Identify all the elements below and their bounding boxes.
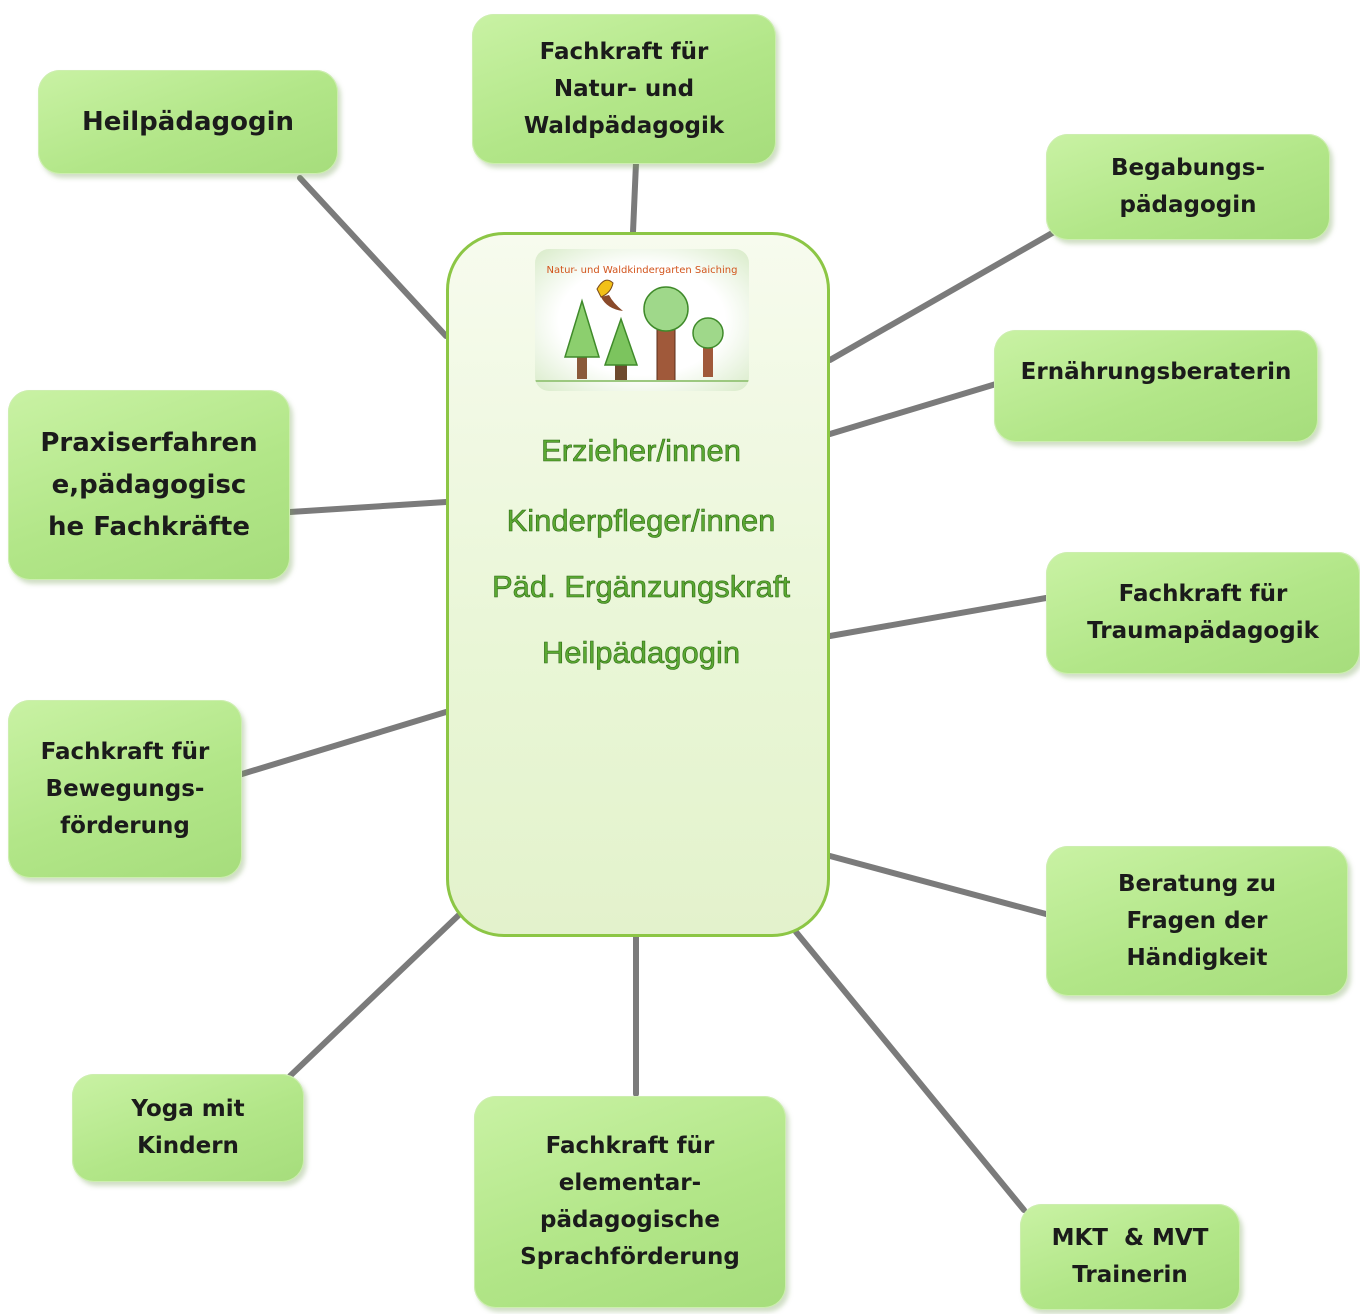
box-traumapaedagogik: Fachkraft für Traumapädagogik (1046, 552, 1360, 674)
trauma-line-1: Fachkraft für (1118, 581, 1288, 607)
haendigkeit-line-1: Beratung zu (1118, 870, 1276, 897)
sprache-line-4: Sprachförderung (520, 1244, 740, 1270)
role-kinderpfleger: Kinderpfleger/innen (506, 503, 776, 539)
natur-line-1: Fachkraft für (539, 38, 709, 65)
role-erzieher: Erzieher/innen (541, 433, 742, 469)
bewegung-line-2: Bewegungs- (45, 775, 205, 802)
yoga-line-2: Kindern (137, 1133, 239, 1159)
sprache-line-1: Fachkraft für (545, 1133, 715, 1159)
praxis-line-1: Praxiserfahren (40, 428, 258, 458)
kindergarten-logo: Natur- und Waldkindergarten Saiching (535, 249, 749, 391)
sprache-line-2: elementar- (558, 1170, 702, 1196)
box-praxiserfahrene-fachkraefte: Praxiserfahren e,pädagogisc he Fachkräft… (8, 390, 290, 580)
box-haendigkeit: Beratung zu Fragen der Händigkeit (1046, 846, 1348, 996)
box-ernaehrungsberaterin: Ernährungsberaterin (994, 330, 1318, 442)
praxis-line-2: e,pädagogisc (51, 470, 247, 500)
sprache-line-3: pädagogische (540, 1207, 720, 1233)
connector-trauma (827, 595, 1049, 639)
box-mkt-mvt-trainerin: MKT & MVT Trainerin (1020, 1204, 1240, 1310)
bewegung-line-3: förderung (60, 812, 190, 839)
natur-line-3: Waldpädagogik (523, 112, 725, 139)
box-bewegungsfoerderung: Fachkraft für Bewegungs- förderung (8, 700, 242, 878)
connector-bewegung (239, 709, 449, 777)
haendigkeit-line-3: Händigkeit (1126, 944, 1268, 971)
ernaehrung-label: Ernährungsberaterin (1020, 359, 1292, 385)
mkt-line-1: MKT & MVT (1051, 1225, 1209, 1251)
box-sprachfoerderung: Fachkraft für elementar- pädagogische Sp… (474, 1096, 786, 1308)
connector-haendigkeit (827, 853, 1049, 917)
connector-yoga (287, 909, 465, 1079)
role-ergaenzungskraft: Päd. Ergänzungskraft (491, 569, 791, 605)
natur-line-2: Natur- und (553, 75, 695, 102)
connector-natur-wald (630, 160, 639, 235)
trauma-line-2: Traumapädagogik (1087, 618, 1319, 644)
connector-begabung (827, 229, 1057, 363)
logo-text: Natur- und Waldkindergarten Saiching (546, 265, 738, 276)
connector-praxis (287, 499, 449, 515)
center-node: Natur- und Waldkindergarten Saiching Erz… (446, 232, 830, 937)
haendigkeit-line-2: Fragen der (1126, 907, 1268, 934)
box-begabungspaedagogin: Begabungs- pädagogin (1046, 134, 1330, 240)
box-yoga-mit-kindern: Yoga mit Kindern (72, 1074, 304, 1182)
yoga-line-1: Yoga mit (131, 1096, 245, 1122)
bewegung-line-1: Fachkraft für (40, 738, 210, 765)
connector-mkt (793, 929, 1027, 1213)
center-roles: Erzieher/innen Kinderpfleger/innen Päd. … (459, 431, 823, 695)
tree-drawing-icon (535, 279, 749, 382)
begabung-line-2: pädagogin (1119, 192, 1257, 218)
box-heilpaedagogin: Heilpädagogin (38, 70, 338, 174)
box-natur-waldpaedagogik: Fachkraft für Natur- und Waldpädagogik (472, 14, 776, 164)
mkt-line-2: Trainerin (1072, 1262, 1188, 1288)
praxis-line-3: he Fachkräfte (48, 512, 250, 542)
connector-heilpaedagogin (297, 175, 449, 339)
connector-ernaehrung (827, 381, 999, 437)
begabung-line-1: Begabungs- (1110, 155, 1266, 181)
role-heilpaedagogin: Heilpädagogin (541, 635, 741, 671)
box-heilpaedagogin-label: Heilpädagogin (81, 107, 295, 137)
